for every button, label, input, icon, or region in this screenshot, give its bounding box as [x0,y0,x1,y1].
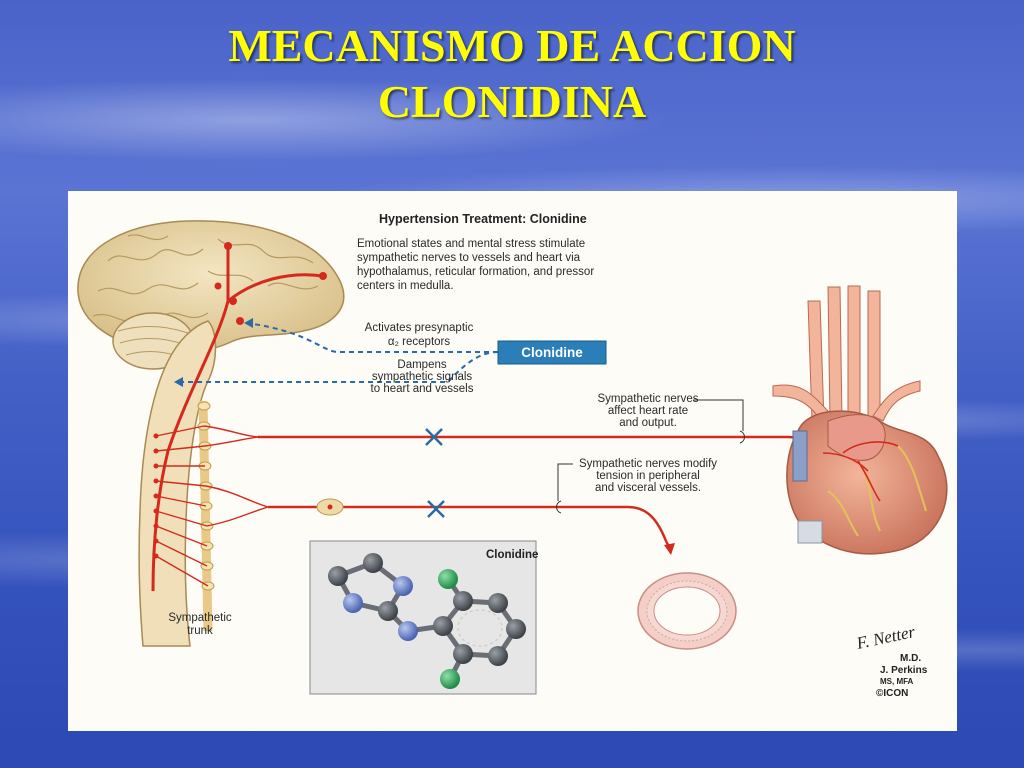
dampens-label: Dampens sympathetic signals to heart and… [371,359,474,395]
publisher-mark: ©ICON [876,688,908,699]
heart-nerve-label: Sympathetic nerves affect heart rate and… [598,393,699,429]
heart-label-line: and output. [619,417,677,429]
activates-label: Activates presynaptic α₂ receptors [365,322,474,348]
activates-arrow-head [244,318,253,328]
clonidine-diagram: Clonidine [68,191,957,731]
vessel-label-line: Sympathetic nerves modify [579,458,717,470]
heart-nerve-pathway [258,428,824,455]
heart [772,285,948,555]
dampens-line: to heart and vessels [371,383,474,395]
dampens-line: sympathetic signals [372,371,473,383]
slide-title: MECANISMO DE ACCION CLONIDINA [0,18,1024,130]
leader-lines [556,399,745,514]
vessel-nerve-label: Sympathetic nerves modify tension in per… [579,458,717,494]
dampens-arrow-head [174,377,183,387]
dampens-line: Dampens [397,359,446,371]
description-line: sympathetic nerves to vessels and heart … [357,252,581,264]
title-line-2: CLONIDINA [377,76,647,127]
trunk-label-line: trunk [187,625,213,637]
title-line-1: MECANISMO DE ACCION [228,20,796,71]
trunk-label: Sympathetic trunk [168,612,232,637]
activates-line: Activates presynaptic [365,322,474,334]
heart-label-line: Sympathetic nerves [598,393,699,405]
netter-signature: F. Netter [854,622,917,653]
inhibition-mark-vessel [427,500,445,518]
molecule-title: Clonidine [486,549,538,561]
author-name: J. Perkins [880,665,928,676]
diagram-title: Hypertension Treatment: Clonidine [379,212,587,226]
author-credentials: MS, MFA [880,677,914,686]
artist-signature: F. Netter M.D. J. Perkins MS, MFA ©ICON [854,622,928,699]
inhibition-mark-heart [425,428,443,446]
sympathetic-trunk [153,400,269,632]
molecule-atoms [328,553,526,689]
diagram-canvas: Clonidine [77,212,948,699]
netter-md: M.D. [900,653,921,664]
description-line: Emotional states and mental stress stimu… [357,238,585,250]
clonidine-drug-box: Clonidine [497,340,607,365]
description-line: centers in medulla. [357,280,454,292]
heart-label-line: affect heart rate [608,405,688,417]
trunk-label-line: Sympathetic [168,612,232,624]
description-line: hypothalamus, reticular formation, and p… [357,266,594,278]
drug-box-label: Clonidine [521,345,583,360]
description-text: Emotional states and mental stress stimu… [357,238,594,292]
clonidine-action-lines [178,322,499,383]
molecule-inset: Clonidine [309,540,538,695]
vessel-nerve-pathway [268,498,675,555]
activates-line: α₂ receptors [388,336,450,348]
vessel-label-line: and visceral vessels. [595,482,701,494]
vessel-label-line: tension in peripheral [596,470,700,482]
blood-vessel-cross-section [637,572,737,650]
